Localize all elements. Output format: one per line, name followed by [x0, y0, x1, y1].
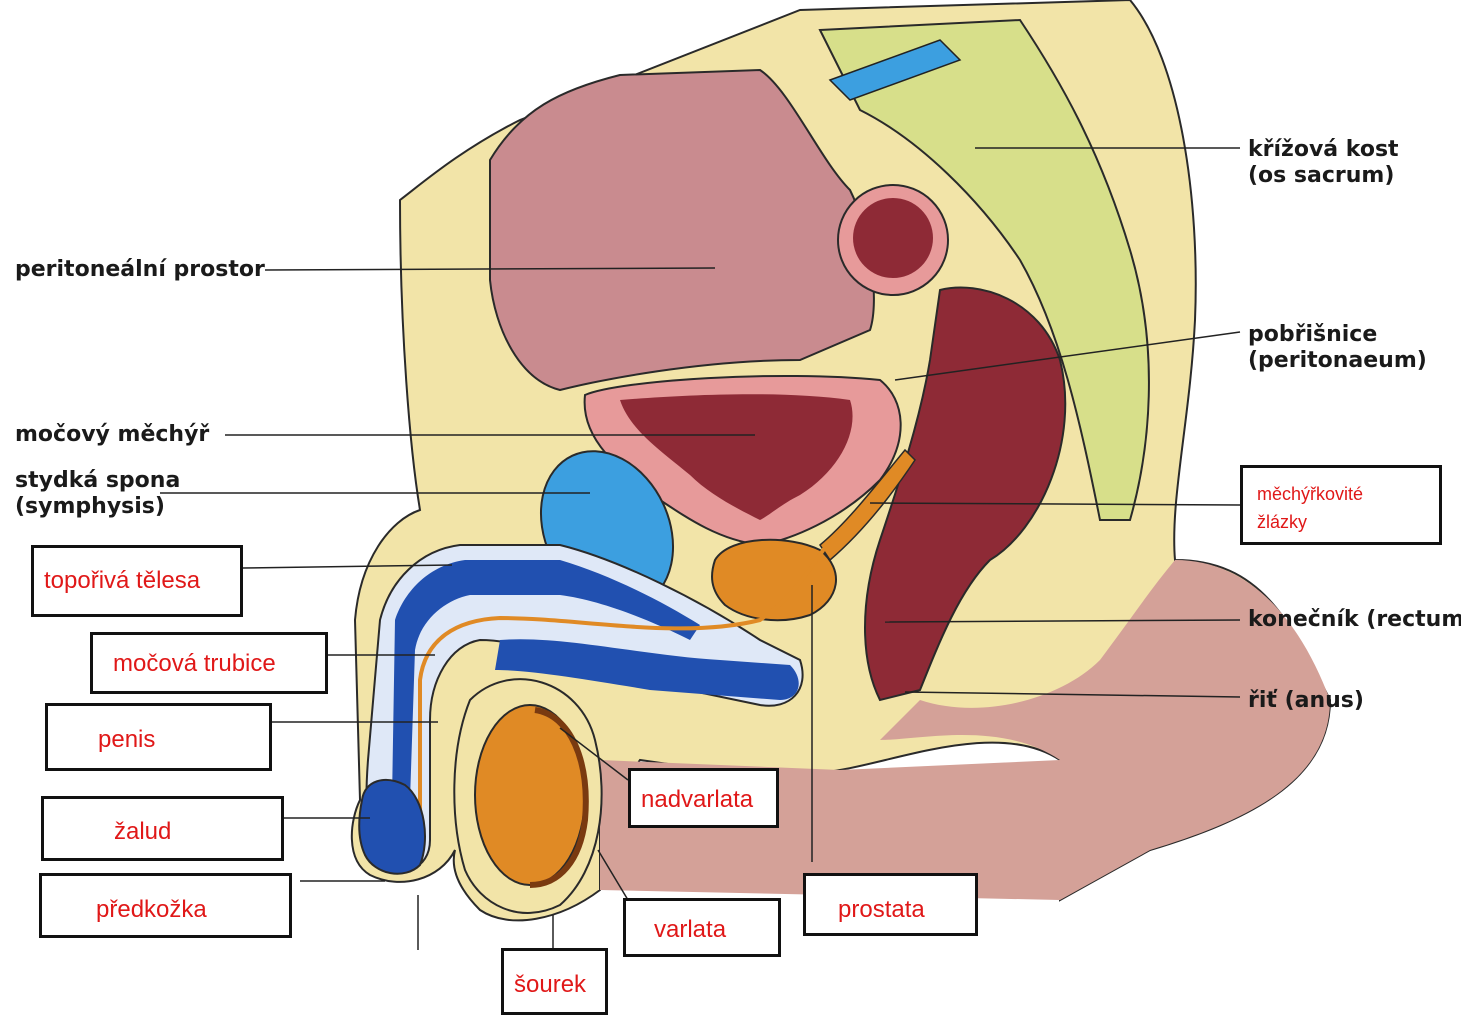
label-sacrum-latin: (os sacrum) [1248, 163, 1394, 189]
box-glans: žalud [41, 796, 284, 861]
box-penis: penis [45, 703, 272, 771]
box-penis-text: penis [98, 726, 155, 754]
box-erectile-bodies: topořivá tělesa [31, 545, 243, 617]
box-foreskin-text: předkožka [96, 896, 207, 924]
sigmoid-lumen [853, 198, 933, 278]
box-seminal-vesicles: měchýřkovité žlázky [1240, 465, 1442, 545]
label-rectum: konečník (rectum) [1248, 607, 1461, 633]
box-urethra-text: močová trubice [113, 650, 276, 678]
label-symphysis-latin: (symphysis) [15, 494, 165, 520]
box-scrotum: šourek [501, 948, 608, 1015]
box-prostate-text: prostata [838, 896, 925, 924]
box-epididymis: nadvarlata [628, 768, 779, 828]
box-seminal-vesicles-line2: žlázky [1257, 508, 1307, 536]
box-testes: varlata [623, 898, 781, 957]
box-urethra: močová trubice [90, 632, 328, 694]
box-glans-text: žalud [114, 818, 171, 846]
box-prostate: prostata [803, 873, 978, 936]
box-testes-text: varlata [654, 916, 726, 944]
label-anus: řiť (anus) [1248, 688, 1364, 714]
box-foreskin: předkožka [39, 873, 292, 938]
label-peritoneal-space: peritoneální prostor [15, 257, 265, 283]
box-epididymis-text: nadvarlata [641, 786, 753, 814]
box-scrotum-text: šourek [514, 971, 586, 999]
label-peritoneum: pobřišnice [1248, 322, 1377, 348]
box-seminal-vesicles-line1: měchýřkovité [1257, 480, 1363, 508]
label-peritoneum-latin: (peritonaeum) [1248, 348, 1427, 374]
label-bladder: močový měchýř [15, 422, 209, 448]
label-symphysis: stydká spona [15, 468, 180, 494]
box-erectile-bodies-text: topořivá tělesa [44, 567, 200, 595]
label-sacrum: křížová kost [1248, 137, 1399, 163]
